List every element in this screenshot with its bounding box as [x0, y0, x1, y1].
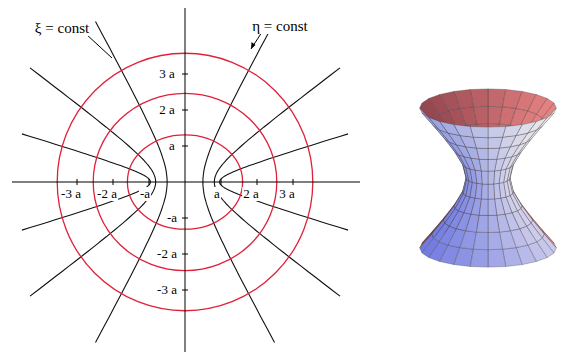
surface-patch	[481, 172, 488, 185]
surface-patch	[481, 184, 488, 199]
leader-line	[86, 34, 112, 58]
surface-patch	[488, 172, 495, 185]
surface-patch	[494, 183, 501, 199]
surface-patch	[488, 215, 500, 232]
axis-tick-label: -2 a	[96, 187, 118, 201]
surface-patch	[470, 249, 488, 267]
surface-patch	[479, 199, 488, 216]
axis-tick-label: a	[168, 139, 176, 153]
axis-tick-label: -a	[166, 211, 178, 225]
arrow-head	[251, 42, 256, 49]
surface-patch	[488, 127, 506, 138]
surface-patch	[477, 148, 489, 159]
axis-tick-label: 3 a	[158, 67, 176, 81]
axis-tick-label: -a	[139, 187, 151, 201]
surface-patch	[488, 184, 495, 199]
surface-patch	[479, 159, 488, 171]
y-axis	[185, 8, 186, 352]
surface-patch	[481, 171, 488, 184]
surface-patch	[488, 137, 503, 148]
axis-tick-label: 3 a	[278, 187, 296, 201]
surface-patch	[488, 171, 495, 184]
surface-patch	[488, 159, 497, 171]
axis-tick-label: -2 a	[156, 247, 178, 261]
surface-patch	[494, 170, 501, 184]
axis-tick-label: -3 a	[60, 187, 82, 201]
axis-tick-label: a	[213, 187, 221, 201]
axis-tick-label: 2 a	[242, 187, 260, 201]
surface-patch	[477, 215, 489, 232]
surface-patch	[454, 248, 474, 267]
surface-patch	[488, 249, 506, 267]
surface-patch	[475, 183, 482, 199]
surface-patch	[473, 232, 488, 250]
surface-patch	[488, 148, 500, 159]
surface-patch	[488, 232, 503, 250]
surface-patch	[473, 137, 488, 148]
curve-label: ξ = const	[34, 20, 90, 36]
x-axis	[12, 182, 360, 183]
surface-patch	[503, 248, 523, 267]
curve-label: η = const	[251, 18, 308, 34]
surface-patch	[488, 199, 497, 216]
leader-line	[251, 32, 262, 49]
surface-patch	[470, 127, 488, 138]
axis-tick-label: 2 a	[158, 103, 176, 117]
axis-tick-label: -3 a	[156, 283, 178, 297]
surface-patch	[475, 170, 482, 184]
